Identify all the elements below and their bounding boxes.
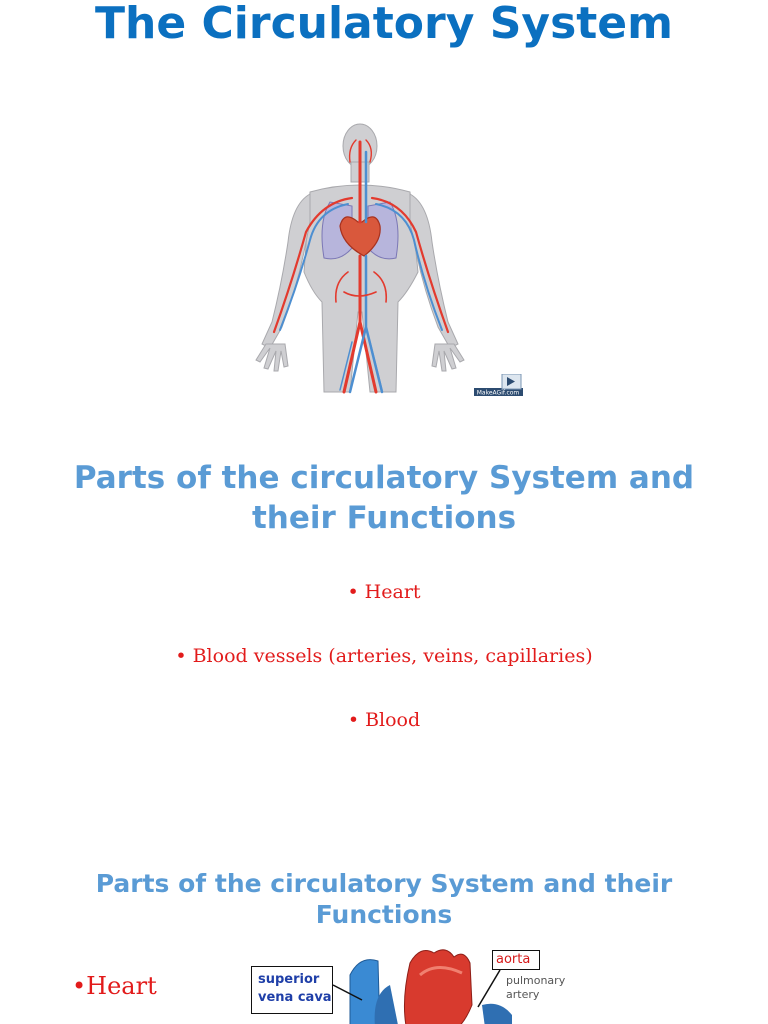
section-heading: Parts of the circulatory System and thei… bbox=[95, 869, 673, 929]
human-body-figure bbox=[255, 123, 465, 394]
watermark-text: MakeAGif.com bbox=[477, 390, 520, 397]
section-heading: Parts of the circulatory System and thei… bbox=[73, 460, 695, 536]
bullet-item: •Heart bbox=[347, 581, 421, 603]
label-pulmonary-artery: pulmonary artery bbox=[506, 974, 566, 1001]
slide-3: Parts of the circulatory System and thei… bbox=[0, 830, 768, 1024]
label-aorta: aorta bbox=[492, 950, 540, 970]
slide-1: The Circulatory System bbox=[0, 0, 768, 420]
slide-title: The Circulatory System bbox=[95, 0, 673, 49]
bullet-item: •Blood bbox=[347, 709, 421, 731]
label-superior-vena-cava: superior vena cava bbox=[251, 966, 333, 1014]
bullet-list: •Heart •Blood vessels (arteries, veins, … bbox=[0, 580, 768, 772]
slide-2: Parts of the circulatory System and thei… bbox=[0, 420, 768, 830]
heart-diagram bbox=[332, 949, 512, 1024]
play-icon: MakeAGif.com bbox=[474, 373, 523, 397]
bullet-item: •Blood vessels (arteries, veins, capilla… bbox=[175, 645, 593, 667]
bullet-item: •Heart bbox=[72, 972, 157, 1000]
watermark-badge: MakeAGif.com bbox=[474, 373, 523, 397]
